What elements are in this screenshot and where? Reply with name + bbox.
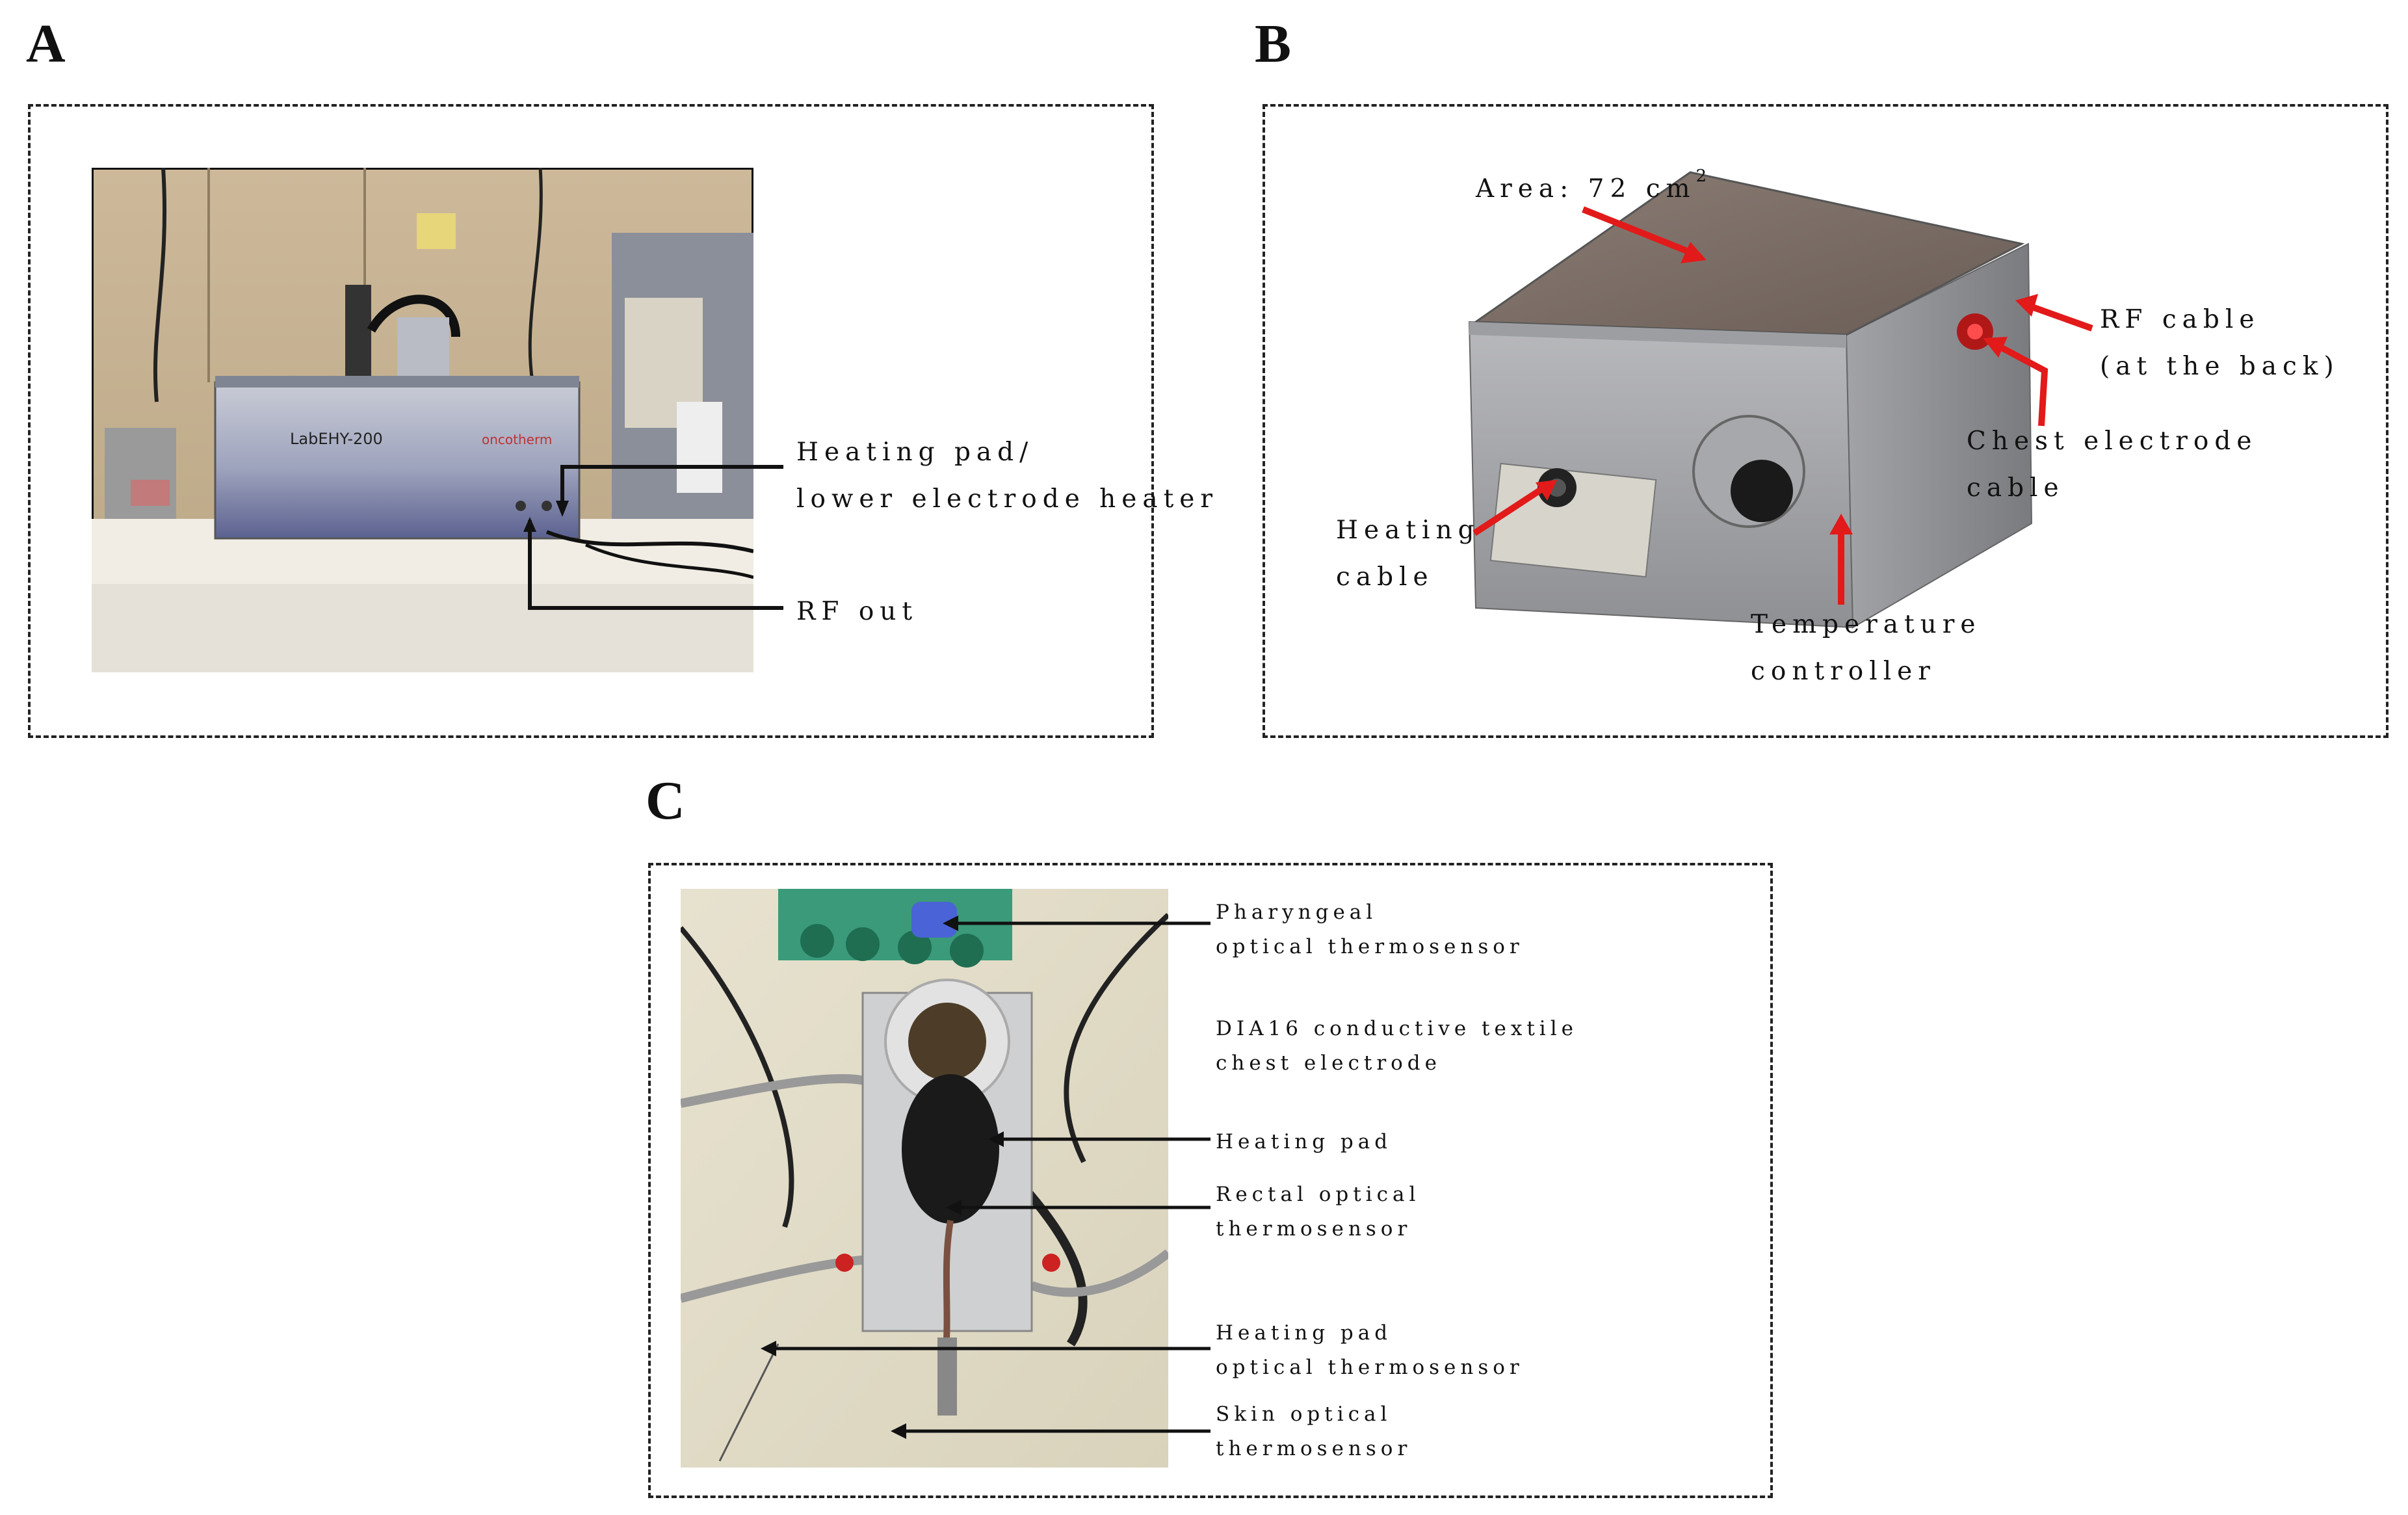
label-heating-pad: Heating pad/ lower electrode heater bbox=[796, 438, 1219, 514]
label-chest-electrode-cable: Chest electrode cable bbox=[1967, 427, 2258, 503]
panel-b-frame bbox=[1263, 104, 2388, 738]
label-rf-cable: RF cable (at the back) bbox=[2100, 305, 2340, 381]
label-rectal: Rectal optical thermosensor bbox=[1216, 1183, 1420, 1241]
panel-a-letter: A bbox=[26, 14, 66, 74]
label-heating-pad-c: Heating pad bbox=[1216, 1130, 1393, 1153]
label-pharyngeal: Pharyngeal optical thermosensor bbox=[1216, 901, 1524, 958]
label-temperature-controller: Temperature controller bbox=[1751, 610, 1982, 686]
panel-c-letter: C bbox=[646, 771, 685, 831]
label-heating-pad-sensor: Heating pad optical thermosensor bbox=[1216, 1321, 1524, 1379]
label-dia16: DIA16 conductive textile chest electrode bbox=[1216, 1017, 1578, 1075]
panel-a-photo: LabEHY-200 oncotherm bbox=[92, 168, 753, 672]
label-rf-out: RF out bbox=[796, 597, 919, 626]
label-heating-cable: Heating cable bbox=[1336, 516, 1480, 592]
device-brand-text: oncotherm bbox=[482, 432, 552, 447]
panel-b-letter: B bbox=[1255, 14, 1292, 74]
panel-a-frame bbox=[28, 104, 1154, 738]
panel-b-device-photo bbox=[1456, 159, 2041, 640]
label-skin: Skin optical thermosensor bbox=[1216, 1403, 1412, 1460]
panel-c-frame bbox=[648, 863, 1773, 1498]
device-logo-text: LabEHY-200 bbox=[290, 430, 383, 448]
label-area: Area: 72 cm2 bbox=[1476, 166, 1713, 204]
